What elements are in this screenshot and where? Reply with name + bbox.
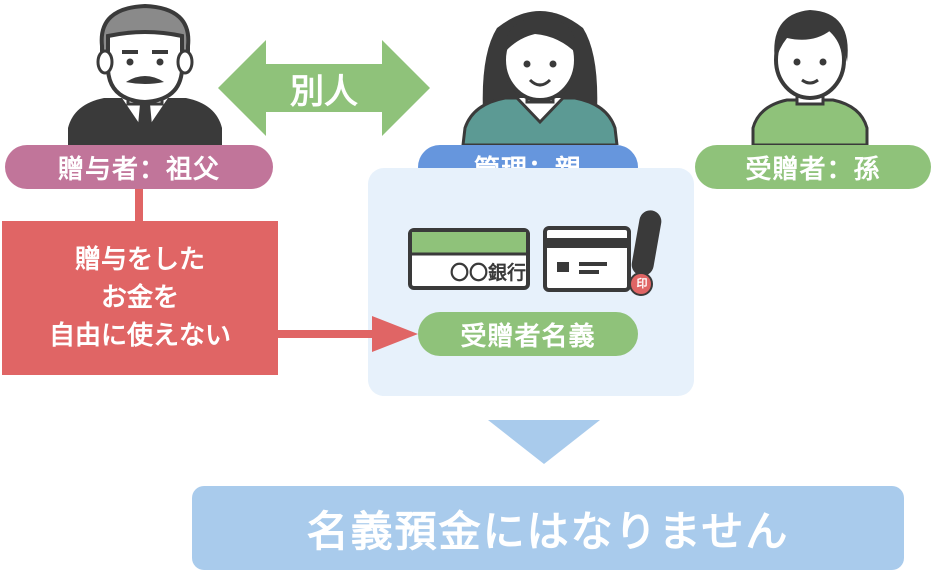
donor-connector-line xyxy=(135,189,143,222)
result-down-arrow xyxy=(488,420,600,464)
account-holder-label: 受贈者名義 xyxy=(418,312,638,356)
separate-persons-arrow xyxy=(218,40,430,136)
recipient-label: 受贈者：孫 xyxy=(695,145,931,189)
restriction-note-box: 贈与をした お金を 自由に使えない xyxy=(2,221,278,375)
passbook-bank-name: 〇〇銀行 xyxy=(449,262,526,284)
restriction-note-line-1: 贈与をした xyxy=(74,245,205,275)
bank-card-icon xyxy=(543,210,662,296)
restriction-note-line-2: お金を xyxy=(100,283,179,313)
result-banner: 名義預金にはなりません xyxy=(192,486,904,570)
grandfather-icon xyxy=(68,3,222,145)
result-banner-text: 名義預金にはなりません xyxy=(306,506,790,556)
seal-mark: 印 xyxy=(636,277,648,290)
restriction-note-line-3: 自由に使えない xyxy=(48,321,231,351)
restriction-arrow xyxy=(276,316,418,352)
grandchild-icon xyxy=(751,10,869,145)
donor-label: 贈与者：祖父 xyxy=(5,145,273,189)
passbook-icon xyxy=(408,228,530,290)
separate-persons-label: 別人 xyxy=(290,71,358,112)
parent-icon xyxy=(461,11,619,145)
